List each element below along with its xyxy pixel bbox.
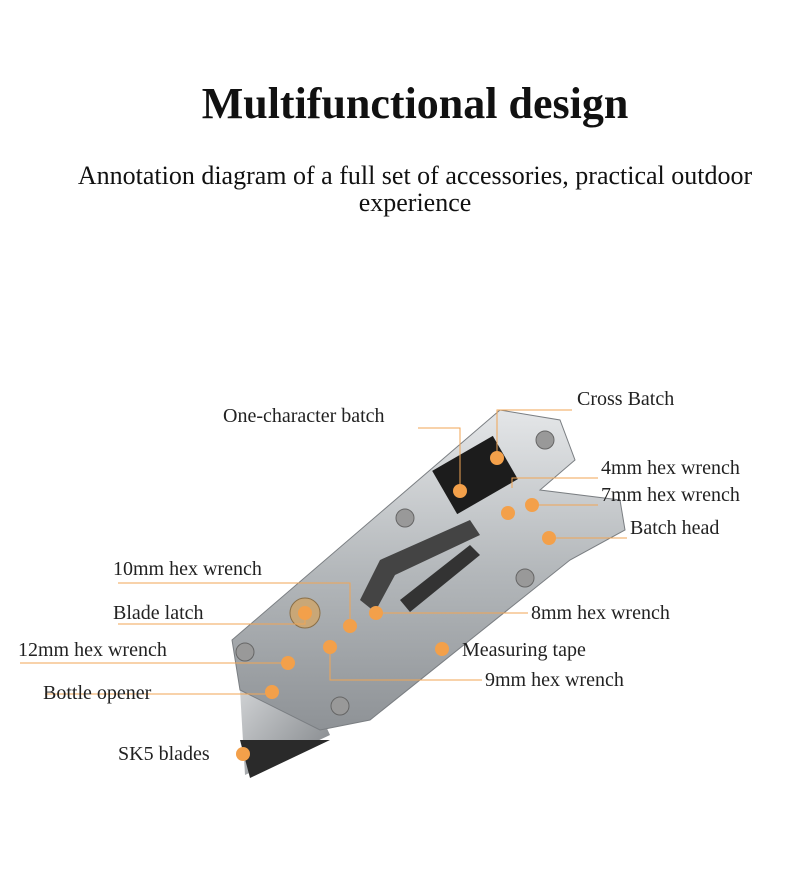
label-4mm-hex-wrench: 4mm hex wrench [601, 457, 740, 479]
label-12mm-hex-wrench: 12mm hex wrench [18, 639, 167, 661]
label-one-character-batch: One-character batch [223, 405, 385, 427]
label-8mm-hex-wrench: 8mm hex wrench [531, 602, 670, 624]
blade-edge [240, 740, 330, 778]
annotation-labels: One-character batch Cross Batch 4mm hex … [18, 388, 740, 765]
label-bottle-opener: Bottle opener [43, 682, 152, 704]
screw [395, 508, 415, 528]
utility-knife-illustration [231, 409, 626, 778]
label-sk5-blades: SK5 blades [118, 743, 210, 765]
label-7mm-hex-wrench: 7mm hex wrench [601, 484, 740, 506]
label-10mm-hex-wrench: 10mm hex wrench [113, 558, 262, 580]
label-cross-batch: Cross Batch [577, 388, 674, 410]
slot [360, 520, 480, 612]
page-title: Multifunctional design [201, 79, 629, 128]
screw [330, 696, 350, 716]
page-subtitle: Annotation diagram of a full set of acce… [77, 161, 753, 217]
label-measuring-tape: Measuring tape [462, 639, 586, 661]
label-batch-head: Batch head [630, 517, 719, 539]
screw [535, 430, 555, 450]
label-9mm-hex-wrench: 9mm hex wrench [485, 669, 624, 691]
annotation-dots [236, 451, 556, 761]
screw [235, 642, 255, 662]
screw [515, 568, 535, 588]
slot [400, 545, 480, 612]
label-blade-latch: Blade latch [113, 602, 204, 624]
